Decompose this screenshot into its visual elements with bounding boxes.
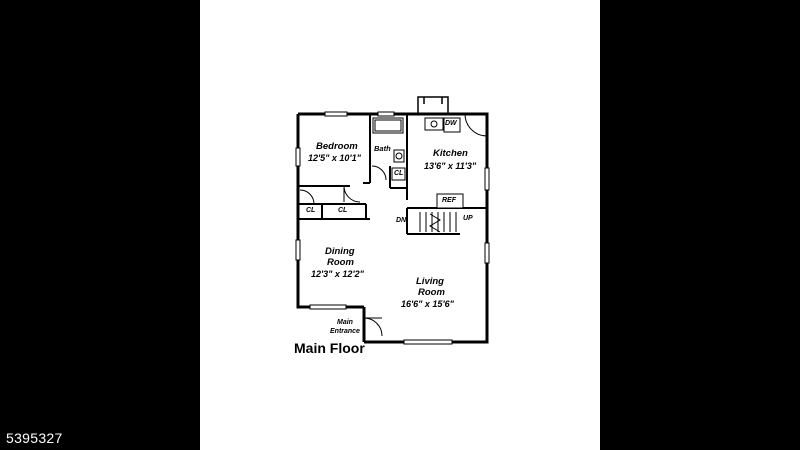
living-label-line2: Room (418, 287, 445, 298)
door-swings (299, 165, 387, 337)
stairs (419, 212, 457, 233)
windows (295, 111, 490, 345)
bedroom-dims: 12'5" x 10'1" (308, 153, 361, 163)
bath-label: Bath (374, 144, 391, 153)
stairs-down-label: DN (396, 217, 407, 224)
dining-dims: 12'3" x 12'2" (311, 269, 364, 279)
stairs-up-label: UP (463, 215, 473, 222)
floorplan-panel (200, 0, 600, 450)
bedroom-label: Bedroom (316, 141, 358, 152)
closet-left-label: CL (306, 207, 316, 214)
kitchen-fixtures (424, 113, 488, 209)
entrance-label-line1: Main (337, 319, 353, 326)
closet-mid-label: CL (338, 207, 348, 214)
kitchen-bay-window (417, 96, 449, 114)
living-dims: 16'6" x 15'6" (401, 299, 454, 309)
entrance-label-line2: Entrance (330, 328, 360, 335)
refrigerator-label: REF (442, 197, 456, 204)
dining-label-line2: Room (327, 257, 354, 268)
dining-label-line1: Dining (325, 246, 355, 257)
dishwasher-label: DW (445, 120, 457, 127)
bath-closet-label: CL (394, 170, 404, 177)
bath-fixtures (372, 117, 406, 181)
kitchen-label: Kitchen (433, 148, 468, 159)
interior-walls (298, 114, 487, 235)
kitchen-dims: 13'6" x 11'3" (424, 161, 477, 171)
living-label-line1: Living (416, 276, 444, 287)
listing-id-watermark: 5395327 (6, 430, 63, 446)
floorplan-title: Main Floor (294, 340, 365, 356)
